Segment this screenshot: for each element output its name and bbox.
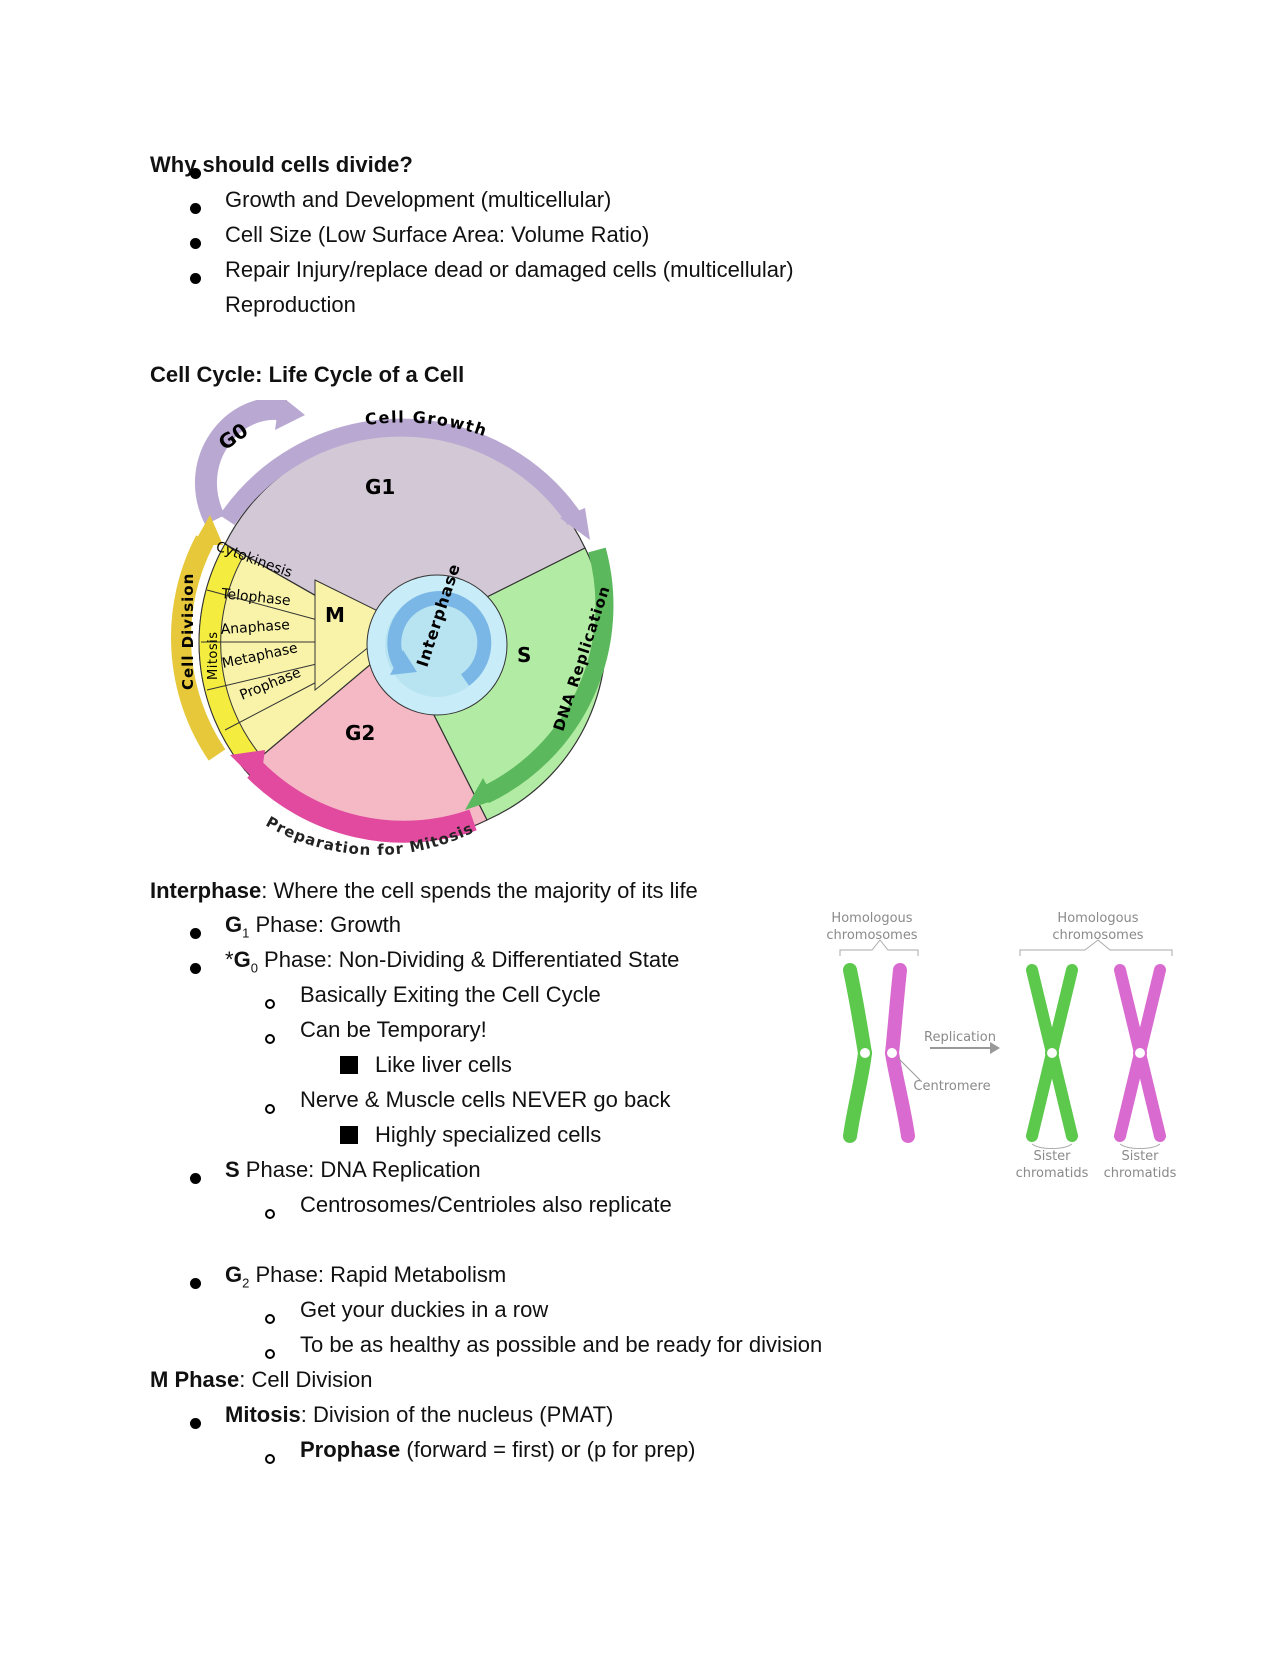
g1-phase-item: G1 Phase: Growth (225, 912, 401, 941)
sub-item: To be as healthy as possible and be read… (300, 1332, 823, 1357)
mitosis-item: Mitosis: Division of the nucleus (PMAT) (225, 1402, 614, 1427)
list-item: Growth and Development (multicellular) (225, 187, 612, 212)
sister-chromatids-label-2: Sister (1121, 1149, 1159, 1164)
chromosome-replication-figure: Homologous chromosomes Homologous chromo… (826, 911, 1177, 1181)
bullet-ring (265, 989, 275, 1015)
bullet-ring (265, 1094, 275, 1120)
list-item: Reproduction (225, 292, 356, 317)
bullet-ring (265, 1339, 275, 1365)
svg-text:chromatids: chromatids (1016, 1166, 1089, 1181)
cell-division-arrow (171, 535, 226, 761)
sub-sub-item: Highly specialized cells (375, 1122, 602, 1147)
g0-phase-item: *G0 Phase: Non-Dividing & Differentiated… (225, 947, 680, 976)
g0-arrow (194, 400, 287, 525)
bullet-dot (190, 1269, 201, 1295)
cell-cycle-diagram: G0 Cell Growth G1 S G2 M Interphase DNA … (171, 400, 614, 859)
m-triangle (314, 579, 401, 692)
mitosis-label: Mitosis (206, 631, 221, 680)
sub-item: Get your duckies in a row (300, 1297, 549, 1322)
list-item: Repair Injury/replace dead or damaged ce… (225, 257, 794, 282)
bullet-dot (190, 264, 201, 290)
heading-cell-cycle: Cell Cycle: Life Cycle of a Cell (150, 362, 465, 387)
sub-item: Can be Temporary! (300, 1017, 487, 1042)
g2-phase-item: G2 Phase: Rapid Metabolism (225, 1262, 507, 1291)
anaphase-label: Anaphase (220, 617, 290, 638)
bullet-square (340, 1124, 358, 1150)
dna-replication-arrow (481, 547, 614, 804)
cell-division-label: Cell Division (179, 573, 197, 690)
s-phase-item: S Phase: DNA Replication (225, 1157, 481, 1182)
svg-text:chromosomes: chromosomes (1052, 928, 1143, 943)
m-label: M (325, 603, 345, 627)
bullet-dot (190, 954, 201, 980)
bullet-ring (265, 1199, 275, 1225)
sub-item: Nerve & Muscle cells NEVER go back (300, 1087, 671, 1112)
bullet-dot (190, 229, 201, 255)
replication-label: Replication (924, 1030, 996, 1045)
bullet-ring (265, 1024, 275, 1050)
svg-text:chromosomes: chromosomes (826, 928, 917, 943)
m-phase-heading: M Phase: Cell Division (150, 1367, 373, 1392)
bullet-ring (265, 1304, 275, 1330)
sister-chromatids-label-1: Sister (1033, 1149, 1071, 1164)
preparation-arrow (247, 762, 477, 843)
growth-arrow (219, 418, 583, 526)
bullet-dot (190, 194, 201, 220)
bullet-square (340, 1054, 358, 1080)
bullet-dot (190, 1164, 201, 1190)
prophase-item: Prophase (forward = first) or (p for pre… (300, 1437, 696, 1462)
svg-text:chromatids: chromatids (1104, 1166, 1177, 1181)
bullet-dot (190, 919, 201, 945)
telophase-label: Telophase (220, 586, 292, 609)
g2-label: G2 (345, 721, 375, 745)
bullet-ring (265, 1444, 275, 1470)
s-label: S (517, 643, 531, 667)
centromere-label: Centromere (913, 1079, 990, 1094)
bullet-dot (190, 159, 201, 185)
sub-item: Centrosomes/Centrioles also replicate (300, 1192, 672, 1217)
bullet-dot (190, 1409, 201, 1435)
homologous-label-left: Homologous (831, 911, 912, 926)
g1-label: G1 (365, 475, 395, 499)
sub-item: Basically Exiting the Cell Cycle (300, 982, 601, 1007)
sub-sub-item: Like liver cells (375, 1052, 512, 1077)
homologous-label-right: Homologous (1057, 911, 1138, 926)
list-item: Cell Size (Low Surface Area: Volume Rati… (225, 222, 650, 247)
interphase-heading: Interphase: Where the cell spends the ma… (150, 878, 698, 903)
